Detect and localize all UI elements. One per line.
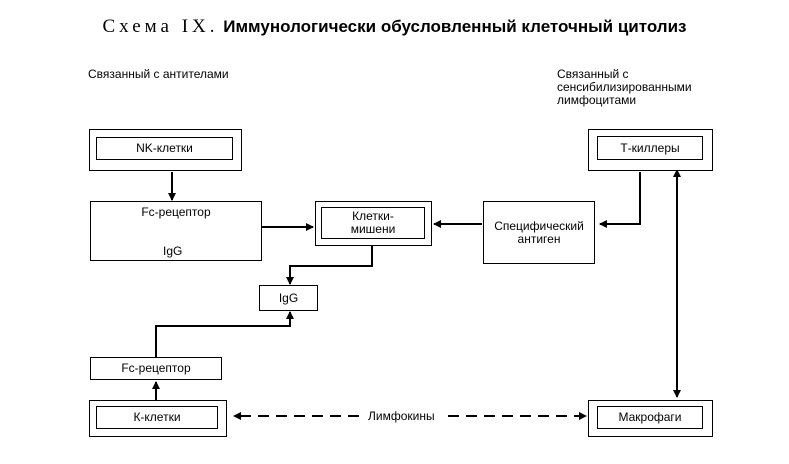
fc-receptor-top-label: Fc-рецептор (141, 205, 211, 219)
antibody-bound-label: Связанный с антителами (88, 67, 229, 81)
target-cells-label: Клетки-мишени (321, 207, 425, 239)
target-cells-box: Клетки-мишени (315, 201, 432, 246)
macrophages-label: Макрофаги (597, 406, 703, 429)
scheme-number: Схема IX. (102, 16, 219, 37)
lymphocyte-bound-label: Связанный с сенсибилизированными лимфоци… (557, 67, 692, 107)
t-killers-label: Т-киллеры (597, 136, 703, 160)
k-cells-box: К-клетки (89, 400, 227, 437)
specific-antigen-label: Специфический антиген (494, 218, 584, 246)
igg-top-label: IgG (163, 244, 183, 258)
nk-cells-box: NK-клетки (89, 129, 242, 171)
lymphokines-label: Лимфокины (368, 409, 435, 423)
diagram-title: Схема IX. Иммунологически обусловленный … (0, 16, 789, 38)
fc-receptor-top-box: Fc-рецептор (90, 201, 262, 261)
fc-receptor-bottom-label: Fc-рецептор (121, 361, 191, 375)
scheme-title: Иммунологически обусловленный клеточный … (223, 17, 687, 36)
igg-middle-label: IgG (278, 290, 299, 305)
t-killers-box: Т-киллеры (588, 129, 713, 171)
igg-middle-box: IgG (259, 285, 318, 311)
arrow-fc-to-igg (155, 311, 294, 357)
macrophages-box: Макрофаги (588, 400, 713, 437)
k-cells-label: К-клетки (96, 406, 218, 429)
nk-cells-label: NK-клетки (96, 137, 233, 160)
specific-antigen-box: Специфический антиген (483, 201, 595, 264)
arrow-tkiller-to-antigen (599, 172, 641, 228)
arrow-target-to-igg (286, 246, 373, 285)
fc-receptor-bottom-box: Fc-рецептор (90, 357, 222, 380)
